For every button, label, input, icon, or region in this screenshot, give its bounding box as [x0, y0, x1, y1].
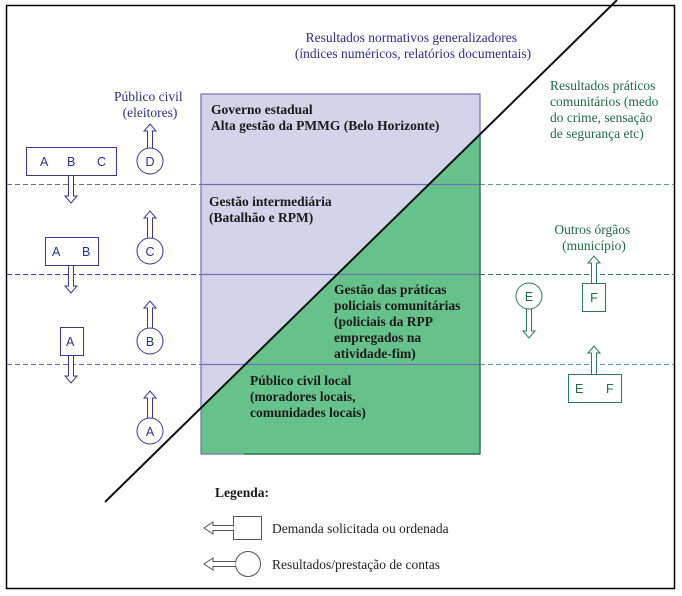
demand-box-abc: A B C: [26, 147, 117, 204]
result-circle-c: C: [136, 210, 164, 265]
result-circle-arrow-icon: [203, 551, 261, 577]
svg-text:E: E: [525, 290, 533, 304]
practice-area: [201, 134, 480, 454]
arrow-down-icon: [63, 175, 79, 204]
demand-box-f: F: [582, 255, 606, 312]
level-2-label: Gestão intermediária (Batalhão e RPM): [209, 194, 335, 225]
legend-title: Legenda:: [215, 485, 269, 500]
legend-label-demand: Demanda solicitada ou ordenada: [272, 521, 449, 536]
svg-text:B: B: [82, 245, 90, 259]
result-circle-b: B: [136, 300, 164, 355]
svg-text:A: A: [52, 245, 61, 259]
arrow-up-icon: [586, 255, 602, 284]
level-separators: [7, 184, 674, 365]
arrow-up-icon: [142, 123, 158, 148]
svg-text:E: E: [575, 382, 583, 396]
arrow-down-icon: [63, 265, 79, 294]
svg-text:C: C: [145, 245, 154, 259]
svg-text:B: B: [146, 335, 154, 349]
demand-box-arrow-icon: [203, 516, 262, 540]
normative-results-label: Resultados normativos generalizadores (í…: [295, 30, 531, 61]
legend-label-result: Resultados/prestação de contas: [272, 557, 440, 572]
arrow-up-icon: [586, 345, 602, 375]
diagonal-divider: [104, 0, 618, 503]
svg-text:A: A: [66, 335, 75, 349]
result-circle-a: A: [136, 390, 164, 445]
demand-box-ab: A B: [45, 237, 99, 294]
svg-text:D: D: [145, 155, 154, 169]
svg-text:F: F: [590, 291, 598, 305]
svg-text:A: A: [40, 155, 49, 169]
arrow-down-icon: [521, 309, 537, 339]
level-4-label: Público civil local (moradores locais, c…: [250, 373, 366, 420]
other-agencies-label: Outros órgãos (município): [554, 222, 633, 253]
svg-text:B: B: [67, 155, 75, 169]
result-circle-e: E: [515, 282, 543, 339]
legend: Legenda: Demanda solicitada ou ordenada …: [203, 485, 449, 577]
civil-public-label: Público civil (eleitores): [114, 89, 186, 120]
level-3-label: Gestão das práticas policiais comunitári…: [334, 282, 464, 361]
svg-text:C: C: [97, 155, 106, 169]
demand-box-a: A: [60, 327, 84, 384]
arrow-up-icon: [142, 390, 158, 418]
result-circle-d: D: [136, 123, 164, 175]
demand-box-ef: E F: [568, 345, 622, 403]
practical-results-label: Resultados práticos comunitários (medo d…: [550, 78, 662, 141]
arrow-down-icon: [63, 355, 79, 384]
outer-frame: [5, 4, 676, 590]
svg-text:F: F: [606, 382, 614, 396]
arrow-up-icon: [142, 300, 158, 328]
svg-text:A: A: [146, 425, 155, 439]
hierarchy-box: [200, 93, 481, 455]
level-1-label: Governo estadual Alta gestão da PMMG (Be…: [211, 102, 439, 133]
arrow-up-icon: [142, 210, 158, 238]
